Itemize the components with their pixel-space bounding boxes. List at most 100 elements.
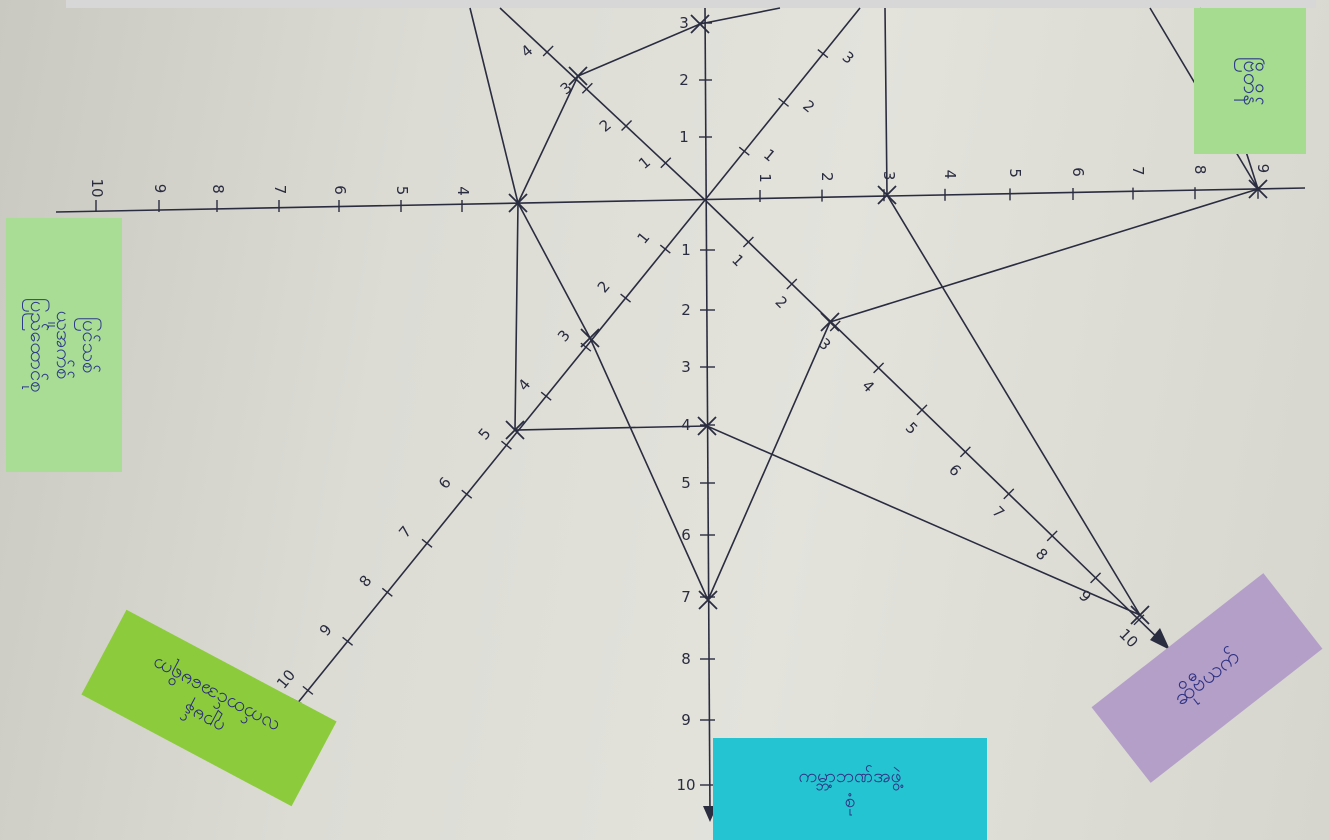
axis-tick-label: 7 bbox=[271, 185, 289, 195]
axis-tick-label: 4 bbox=[514, 375, 534, 394]
axis-tick bbox=[421, 538, 433, 548]
axis-tick-label: 4 bbox=[454, 186, 472, 196]
axis-tick-label: 8 bbox=[1032, 545, 1051, 564]
axis-tick bbox=[381, 587, 393, 597]
axis-tick-label: 2 bbox=[818, 172, 836, 182]
diagonal-axis-sw bbox=[291, 199, 706, 711]
axis-tick bbox=[1090, 572, 1102, 584]
axis-tick-label: 9 bbox=[1254, 164, 1272, 174]
axis-tick bbox=[738, 146, 750, 156]
axis-tick-label: 4 bbox=[517, 41, 536, 61]
axis-tick bbox=[959, 446, 971, 458]
horizontal-axis bbox=[55, 187, 1306, 213]
data-point-mark bbox=[505, 420, 525, 440]
sticky-note-bottom-center: ကမ္ဘာ့ဘဏ်အဖွဲ့ စုံ bbox=[713, 738, 987, 840]
axis-tick-label: 1 bbox=[635, 153, 654, 173]
axis-tick-label: 10 bbox=[88, 178, 106, 197]
axis-tick-label: 6 bbox=[1069, 167, 1087, 177]
polygon-line-d bbox=[884, 7, 1141, 616]
axis-tick bbox=[778, 97, 790, 107]
note-text: ဆိုဗီယက် bbox=[1168, 643, 1245, 711]
axis-tick bbox=[1003, 488, 1015, 500]
data-point-mark bbox=[698, 590, 718, 610]
axis-tick-label: 10 bbox=[1115, 625, 1141, 651]
axis-tick-label: 8 bbox=[681, 650, 691, 668]
axis-tick bbox=[786, 278, 798, 290]
axis-tick-label: 2 bbox=[594, 277, 614, 296]
axis-tick-label: 9 bbox=[1075, 587, 1094, 606]
axis-tick-label: 1 bbox=[728, 251, 747, 270]
axis-tick bbox=[581, 82, 593, 94]
axis-tick-label: 3 bbox=[880, 171, 898, 181]
axis-tick-label: 2 bbox=[799, 97, 818, 117]
axis-tick-label: 6 bbox=[681, 526, 691, 544]
data-point-mark bbox=[568, 66, 588, 86]
axis-tick bbox=[659, 244, 671, 254]
note-text: ကမ္ဘာ့ဘဏ်အဖွဲ့ စုံ bbox=[798, 765, 902, 812]
axis-tick bbox=[302, 685, 314, 695]
data-point-mark bbox=[1130, 605, 1150, 625]
axis-tick-label: 7 bbox=[1129, 166, 1147, 176]
axis-tick-label: 5 bbox=[1006, 168, 1024, 178]
axis-tick-label: 3 bbox=[839, 48, 858, 68]
note-text: ပြင်သစ် ယူအက်စ်ပြည်ထောင်စု bbox=[26, 297, 102, 393]
vertical-axis bbox=[704, 7, 711, 816]
axis-tick-label: 8 bbox=[1191, 165, 1209, 175]
axis-tick-label: 10 bbox=[676, 776, 695, 794]
axis-tick-label: 2 bbox=[681, 301, 691, 319]
data-point-mark bbox=[580, 328, 600, 348]
axis-tick-label: 1 bbox=[679, 128, 689, 146]
data-point-mark bbox=[1248, 179, 1268, 199]
axis-tick-label: 6 bbox=[331, 185, 349, 195]
data-point-mark bbox=[697, 416, 717, 436]
axis-tick-label: 1 bbox=[681, 241, 691, 259]
axis-tick-label: 5 bbox=[475, 425, 495, 444]
axis-tick bbox=[1046, 530, 1058, 542]
data-point-mark bbox=[690, 14, 710, 34]
axis-tick-label: 5 bbox=[902, 419, 921, 438]
axis-tick-label: 2 bbox=[772, 293, 791, 312]
axis-tick bbox=[660, 157, 672, 169]
arrowhead-se bbox=[1150, 628, 1170, 650]
axis-tick-label: 5 bbox=[393, 186, 411, 196]
axis-tick-label: 9 bbox=[681, 711, 691, 729]
axis-tick-label: 2 bbox=[596, 116, 615, 136]
diagonal-axis-se bbox=[704, 199, 1166, 646]
axis-tick bbox=[916, 404, 928, 416]
axis-tick-label: 8 bbox=[356, 572, 376, 591]
axis-tick-label: 4 bbox=[681, 416, 691, 434]
top-edge-strip bbox=[66, 0, 1316, 8]
note-text: ဗြိတိန် bbox=[1238, 56, 1264, 106]
axis-tick-label: 1 bbox=[633, 228, 653, 247]
axis-tick bbox=[817, 49, 829, 59]
data-point-mark bbox=[820, 312, 840, 332]
sticky-note-left: ပြင်သစ် ယူအက်စ်ပြည်ထောင်စု bbox=[6, 218, 122, 472]
axis-tick bbox=[501, 440, 512, 450]
axis-tick-label: 8 bbox=[209, 184, 227, 194]
axis-tick bbox=[540, 391, 552, 401]
data-point-mark bbox=[877, 185, 897, 205]
axis-tick-label: 7 bbox=[681, 588, 691, 606]
axis-tick-label: 4 bbox=[941, 170, 959, 180]
diagonal-axis-ne bbox=[704, 7, 861, 201]
axis-tick-label: 10 bbox=[273, 666, 299, 692]
sticky-note-top-right: ဗြိတိန် bbox=[1194, 8, 1306, 154]
axis-tick-label: 2 bbox=[679, 71, 689, 89]
axis-tick bbox=[620, 293, 632, 303]
axis-tick-label: 4 bbox=[858, 377, 877, 396]
axis-tick bbox=[542, 45, 554, 57]
diagonal-axis-nw bbox=[499, 7, 706, 201]
axis-tick-label: 3 bbox=[681, 358, 691, 376]
axis-tick bbox=[342, 636, 354, 646]
axis-tick-label: 6 bbox=[945, 461, 964, 480]
axis-tick bbox=[742, 236, 754, 248]
polygon-line-a bbox=[517, 7, 1259, 602]
axis-tick bbox=[873, 362, 885, 374]
axis-tick-label: 9 bbox=[151, 184, 169, 194]
data-point-mark bbox=[508, 193, 528, 213]
axis-tick bbox=[461, 489, 473, 499]
axis-tick-label: 1 bbox=[760, 145, 779, 165]
axis-tick-label: 5 bbox=[681, 474, 691, 492]
